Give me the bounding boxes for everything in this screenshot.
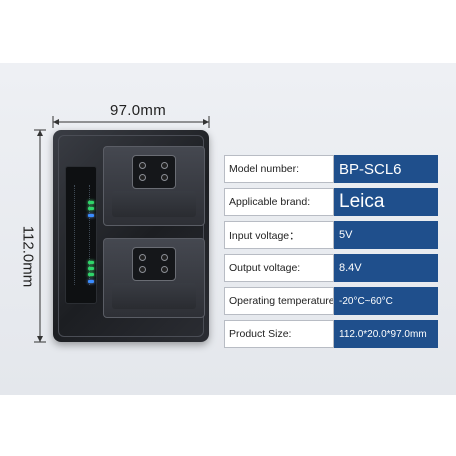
battery-cradle <box>132 155 176 189</box>
charger-rim <box>58 135 204 337</box>
spec-label: Output voltage: <box>224 254 334 282</box>
led-indicator-blue <box>88 214 94 217</box>
spec-row-operating-temperature: Operating temperature: -20°C~60°C <box>224 287 438 315</box>
contact-pin <box>161 174 168 181</box>
spec-value: 8.4V <box>334 254 438 282</box>
spec-value: -20°C~60°C <box>334 287 438 315</box>
led-indicator <box>88 207 94 210</box>
spec-label: Model number: <box>224 155 334 183</box>
spec-row-brand: Applicable brand: Leica <box>224 188 438 216</box>
spec-value: BP-SCL6 <box>334 155 438 183</box>
spec-row-output-voltage: Output voltage: 8.4V <box>224 254 438 282</box>
led-indicator <box>88 201 94 204</box>
spec-row-product-size: Product Size: 112.0*20.0*97.0mm <box>224 320 438 348</box>
led-indicator <box>88 261 94 264</box>
spec-label: Applicable brand: <box>224 188 334 216</box>
contact-pin <box>139 162 146 169</box>
width-dimension-label: 97.0mm <box>110 102 166 119</box>
led-display-panel <box>65 166 97 304</box>
height-dimension-label: 112.0mm <box>19 225 37 288</box>
spec-value: 5V <box>334 221 438 249</box>
spec-label: Operating temperature: <box>224 287 334 315</box>
slot-grip <box>112 283 196 309</box>
spec-table: Model number: BP-SCL6 Applicable brand: … <box>224 155 438 353</box>
spec-row-input-voltage: Input voltage： 5V <box>224 221 438 249</box>
led-indicator <box>88 273 94 276</box>
spec-label: Product Size: <box>224 320 334 348</box>
spec-value: Leica <box>334 188 438 216</box>
contact-pin <box>139 254 146 261</box>
panel-print <box>74 185 90 285</box>
contact-pin <box>139 174 146 181</box>
battery-slot-top <box>103 146 205 226</box>
slot-grip <box>112 191 196 217</box>
contact-pin <box>161 254 168 261</box>
spec-label: Input voltage： <box>224 221 334 249</box>
contact-pin <box>139 266 146 273</box>
battery-slot-bottom <box>103 238 205 318</box>
led-indicator <box>88 267 94 270</box>
spec-row-model: Model number: BP-SCL6 <box>224 155 438 183</box>
contact-pin <box>161 266 168 273</box>
spec-value: 112.0*20.0*97.0mm <box>334 320 438 348</box>
led-indicator-blue <box>88 280 94 283</box>
contact-pin <box>161 162 168 169</box>
dual-battery-charger-icon <box>53 130 209 342</box>
battery-cradle <box>132 247 176 281</box>
